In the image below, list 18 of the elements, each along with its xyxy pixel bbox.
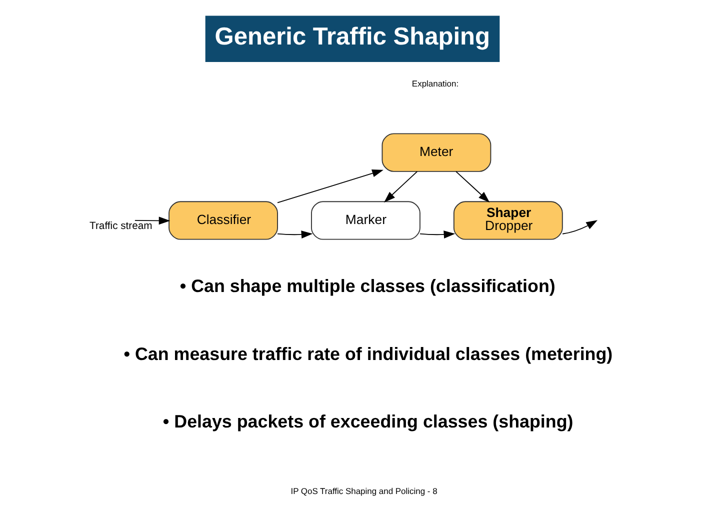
- node-box: Marker: [311, 201, 420, 240]
- node-box: Classifier: [168, 201, 278, 240]
- node-box: Meter: [382, 133, 492, 172]
- arrow: [134, 216, 170, 225]
- label: Explanation:: [412, 78, 459, 89]
- arrow: [384, 171, 418, 202]
- label: IP QoS Traffic Shaping and Policing - 8: [290, 486, 438, 496]
- diagram-title: Generic Traffic Shaping: [214, 23, 490, 50]
- label: • Can shape multiple classes (classification): [180, 276, 556, 296]
- arrow: [562, 220, 598, 234]
- label: • Can measure traffic rate of individual classes (metering): [124, 344, 613, 364]
- edge-label: Traffic stream: [90, 220, 152, 232]
- arrow: [420, 230, 456, 238]
- arrow: [277, 169, 384, 204]
- arrow: [277, 230, 313, 238]
- arrow: [456, 171, 490, 202]
- node-box: Shaper Dropper: [453, 201, 563, 240]
- label: • Delays packets of exceeding classes (shaping): [162, 412, 574, 432]
